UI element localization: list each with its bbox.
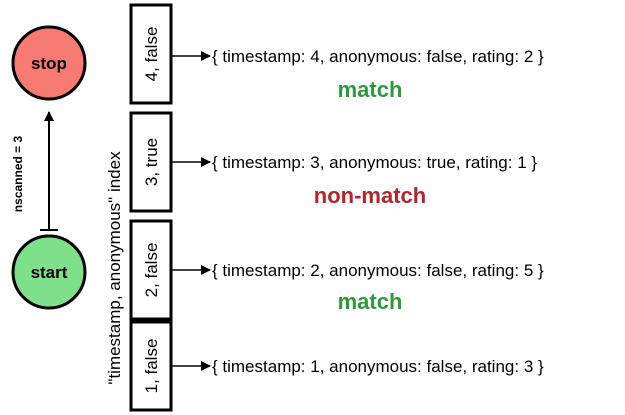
start-label: start: [31, 263, 68, 282]
index-cell-label-3: 2, false: [142, 243, 161, 298]
start-node: start: [11, 234, 87, 310]
index-cell-label-2: 3, true: [142, 138, 161, 186]
result-2: non-match: [314, 183, 426, 208]
index-column: 4, false 3, true 2, false 1, false: [129, 3, 173, 412]
index-cell-label-1: 4, false: [142, 27, 161, 82]
index-cell-label-4: 1, false: [142, 339, 161, 394]
documents: { timestamp: 4, anonymous: false, rating…: [212, 47, 544, 376]
results: match non-match match: [314, 77, 426, 314]
nscanned-label: nscanned = 3: [11, 135, 25, 212]
index-cell-2: [129, 111, 173, 213]
pointer-arrows: [171, 51, 211, 371]
stop-node: stop: [11, 25, 87, 101]
stop-label: stop: [31, 54, 67, 73]
document-4: { timestamp: 1, anonymous: false, rating…: [212, 357, 544, 376]
document-2: { timestamp: 3, anonymous: true, rating:…: [212, 153, 537, 172]
result-1: match: [338, 77, 403, 102]
scan-edge: [40, 111, 58, 231]
index-label: "timestamp, anonymous" index: [105, 151, 124, 385]
stop-circle: [11, 25, 87, 101]
result-3: match: [338, 289, 403, 314]
start-circle: [11, 234, 87, 310]
document-1: { timestamp: 4, anonymous: false, rating…: [212, 47, 544, 66]
document-3: { timestamp: 2, anonymous: false, rating…: [212, 261, 544, 280]
index-cell-1: [129, 3, 173, 105]
